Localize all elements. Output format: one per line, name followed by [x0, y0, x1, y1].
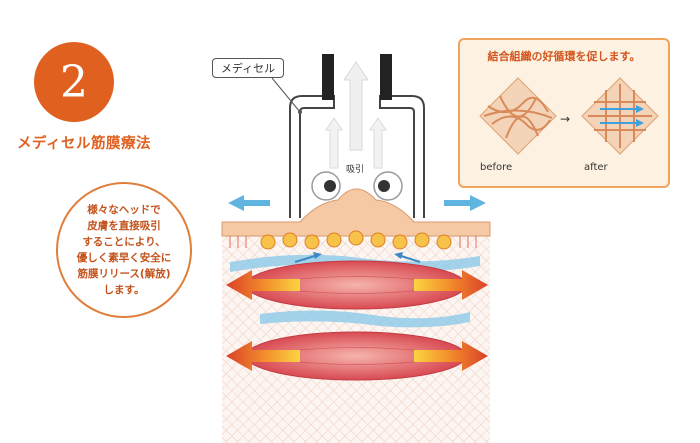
smiley-cell-icon [282, 232, 298, 248]
smiley-cell-icon [370, 232, 386, 248]
left-arrow-icon [226, 341, 300, 371]
suction-label: 吸引 [346, 165, 365, 175]
connective-tissue-after [581, 77, 659, 155]
description-line: することにより、 [82, 236, 166, 248]
description-circle: 様々なヘッドで 皮膚を直接吸引 することにより、 優しく素早く安全に 筋膜リリー… [56, 182, 192, 318]
eye-ball-icon [373, 171, 403, 201]
up-arrow-icon [369, 117, 387, 169]
up-arrow-icon [343, 61, 369, 151]
before-label: before [480, 162, 513, 173]
smiley-cell-icon [392, 234, 408, 250]
right-arrow-icon [600, 105, 644, 127]
info-box-title: 結合組織の好循環を促します。 [487, 50, 641, 63]
up-arrow-icon [325, 117, 343, 169]
description-line: 筋膜リリース(解放) [77, 268, 171, 280]
device-label: メディセル [220, 62, 276, 75]
description-text: 様々なヘッドで 皮膚を直接吸引 することにより、 優しく素早く安全に 筋膜リリー… [77, 202, 172, 298]
left-arrow-icon [226, 270, 300, 300]
skin-layer [221, 188, 491, 237]
device-handle [380, 54, 392, 100]
right-arrow-icon [444, 195, 486, 211]
description-line: します。 [103, 284, 145, 296]
smiley-cell-icon [260, 234, 276, 250]
right-arrow-icon [414, 270, 488, 300]
info-box: 結合組織の好循環を促します。 → before after [458, 38, 670, 188]
smiley-cell-icon [304, 234, 320, 250]
step-number: 2 [60, 56, 88, 108]
right-arrow-icon [414, 341, 488, 371]
device-handle [322, 54, 334, 100]
smiley-cell-icon [348, 230, 364, 246]
smiley-cell-icon [436, 234, 452, 250]
description-line: 優しく素早く安全に [76, 252, 172, 264]
after-label: after [584, 162, 608, 173]
left-arrow-icon [228, 195, 270, 211]
method-title: メディセル筋膜療法 [17, 136, 151, 152]
device-head [379, 95, 425, 218]
smiley-cell-icon [414, 232, 430, 248]
smiley-cell-icon [326, 232, 342, 248]
cell-row [260, 230, 452, 250]
transition-arrow: → [560, 112, 571, 126]
step-number-badge: 2 [34, 42, 114, 122]
description-line: 皮膚を直接吸引 [87, 220, 161, 232]
description-line: 様々なヘッドで [87, 204, 161, 216]
stretch-arrows [226, 270, 488, 371]
eye-ball-icon [311, 171, 341, 201]
device-callout: メディセル [212, 58, 284, 78]
connective-tissue-before [479, 77, 557, 155]
fascia-layer [260, 310, 470, 328]
